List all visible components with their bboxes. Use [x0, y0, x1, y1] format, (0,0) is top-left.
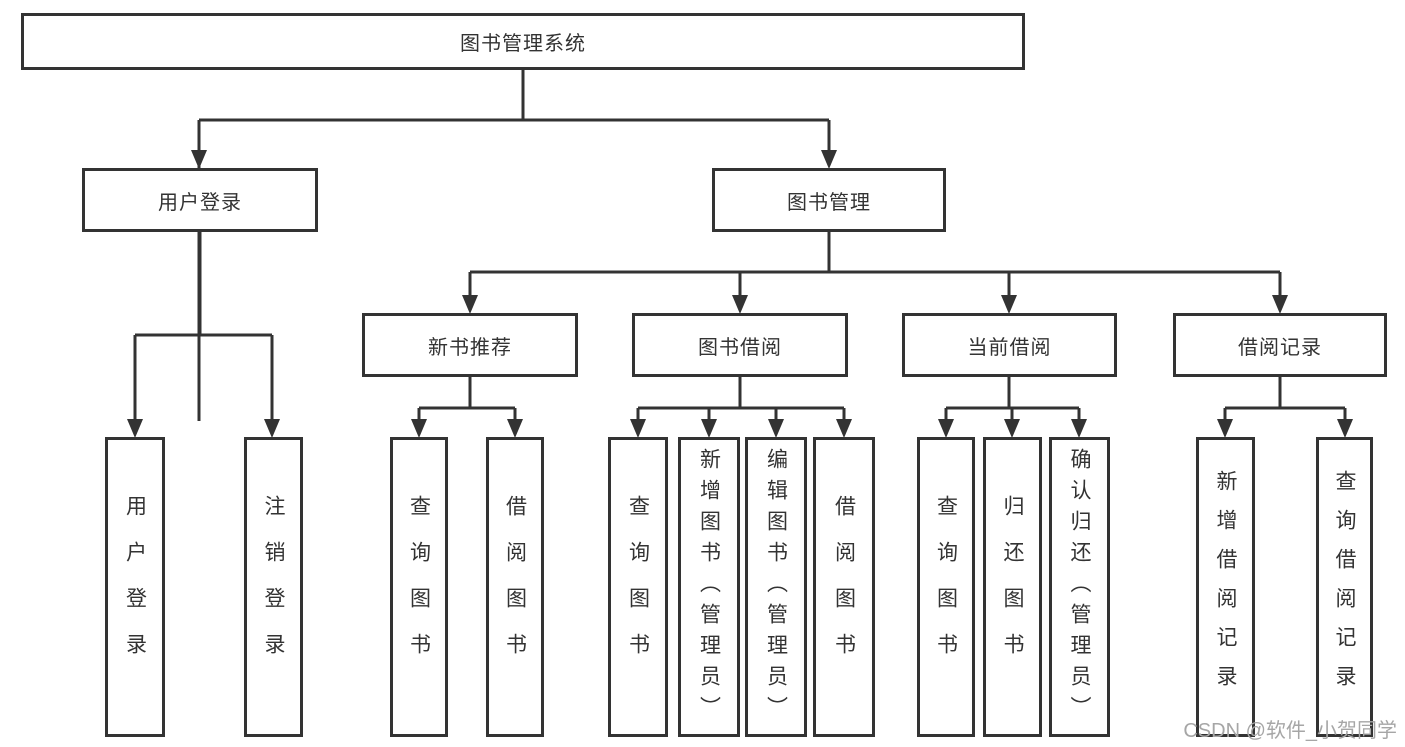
leaf-return-books: 归还图书: [983, 437, 1042, 737]
leaf-borrow-books-2: 借阅图书: [813, 437, 875, 737]
leaf-add-borrow-record-label: 新增借阅记录: [1214, 470, 1237, 704]
leaf-confirm-return-admin-label: 确认归还（管理员）: [1068, 447, 1091, 727]
leaf-query-books-2-label: 查询图书: [626, 495, 650, 679]
leaf-query-books-1-label: 查询图书: [407, 495, 431, 679]
leaf-add-books-admin-label: 新增图书（管理员）: [697, 447, 721, 727]
leaf-logout: 注销登录: [244, 437, 303, 737]
leaf-query-borrow-record-label: 查询借阅记录: [1333, 470, 1356, 704]
node-new-books: 新书推荐: [362, 313, 578, 377]
leaf-confirm-return-admin: 确认归还（管理员）: [1049, 437, 1110, 737]
leaf-user-login: 用户登录: [105, 437, 165, 737]
leaf-query-books-3-label: 查询图书: [934, 495, 958, 679]
leaf-borrow-books-1-label: 借阅图书: [503, 495, 527, 679]
node-book-borrow: 图书借阅: [632, 313, 848, 377]
leaf-query-books-3: 查询图书: [917, 437, 975, 737]
leaf-add-books-admin: 新增图书（管理员）: [678, 437, 740, 737]
leaf-query-borrow-record: 查询借阅记录: [1316, 437, 1373, 737]
leaf-logout-label: 注销登录: [262, 495, 285, 679]
leaf-query-books-2: 查询图书: [608, 437, 668, 737]
leaf-edit-books-admin-label: 编辑图书（管理员）: [764, 447, 788, 727]
node-current-borrow: 当前借阅: [902, 313, 1117, 377]
node-root: 图书管理系统: [21, 13, 1025, 70]
node-book-mgmt: 图书管理: [712, 168, 946, 232]
leaf-borrow-books-2-label: 借阅图书: [832, 495, 856, 679]
leaf-return-books-label: 归还图书: [1001, 495, 1024, 679]
leaf-edit-books-admin: 编辑图书（管理员）: [745, 437, 807, 737]
node-borrow-records: 借阅记录: [1173, 313, 1387, 377]
leaf-borrow-books-1: 借阅图书: [486, 437, 544, 737]
leaf-query-books-1: 查询图书: [390, 437, 448, 737]
leaf-user-login-label: 用户登录: [123, 495, 147, 679]
watermark: CSDN @软件_小贺同学: [1183, 720, 1397, 742]
node-user-login: 用户登录: [82, 168, 318, 232]
leaf-add-borrow-record: 新增借阅记录: [1196, 437, 1255, 737]
